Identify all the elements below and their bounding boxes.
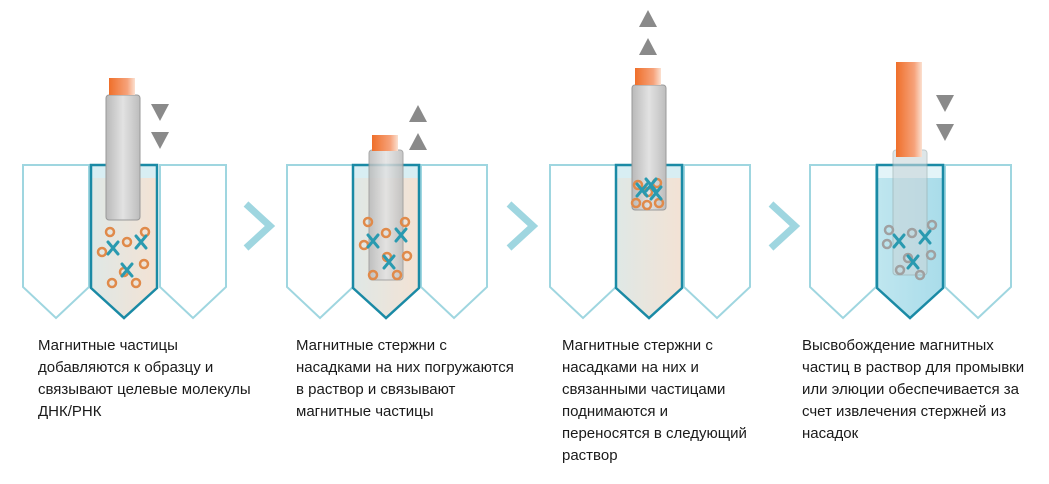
step-3-illustration <box>549 10 751 320</box>
next-chevron-icon <box>509 204 533 248</box>
next-chevron-icon <box>771 204 795 248</box>
step-1-illustration <box>22 78 227 320</box>
step-2-illustration <box>286 105 488 320</box>
step-3-caption: Магнитные стержни с насадками на них и с… <box>562 337 747 464</box>
step-2-caption: Магнитные стержни с насадками на них пог… <box>296 337 514 420</box>
step-1-caption: Магнитные частицы добавляются к образцу … <box>38 337 251 420</box>
step-4-illustration <box>809 62 1012 320</box>
process-diagram <box>22 10 1012 320</box>
next-chevron-icon <box>246 204 270 248</box>
step-4-caption: Высвобождение магнитных частиц в раствор… <box>802 337 1025 442</box>
